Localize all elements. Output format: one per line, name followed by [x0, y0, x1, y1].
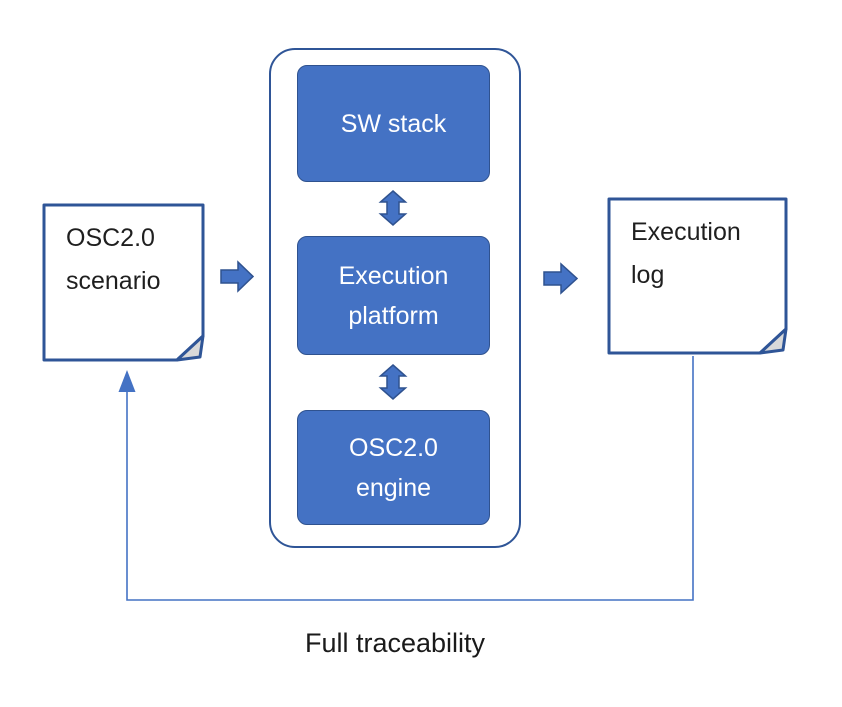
- osc-engine-label-line2: engine: [355, 473, 432, 502]
- full-traceability-caption: Full traceability: [304, 628, 486, 658]
- double-arrow-vertical-icon: [378, 364, 408, 400]
- folded-document-shape: [42, 203, 205, 362]
- sw-stack-label: SW stack: [340, 109, 447, 138]
- execution-platform-box: Execution platform: [297, 236, 490, 355]
- osc-engine-box: OSC2.0 engine: [297, 410, 490, 525]
- sw-stack-box: SW stack: [297, 65, 490, 182]
- execution-platform-label-line2: platform: [348, 301, 439, 330]
- arrow-right-icon: [543, 262, 578, 295]
- double-arrow-vertical-icon: [378, 190, 408, 226]
- scenario-document-label: OSC2.0 scenario: [66, 224, 161, 295]
- arrow-right-icon: [220, 260, 254, 293]
- osc-engine-label-line1: OSC2.0: [349, 433, 438, 462]
- folded-document-shape: [607, 197, 788, 355]
- scenario-document: OSC2.0 scenario: [42, 203, 205, 362]
- execution-log-document-label: Execution log: [631, 218, 741, 289]
- execution-platform-label-line1: Execution: [338, 261, 449, 290]
- execution-log-document: Execution log: [607, 197, 788, 355]
